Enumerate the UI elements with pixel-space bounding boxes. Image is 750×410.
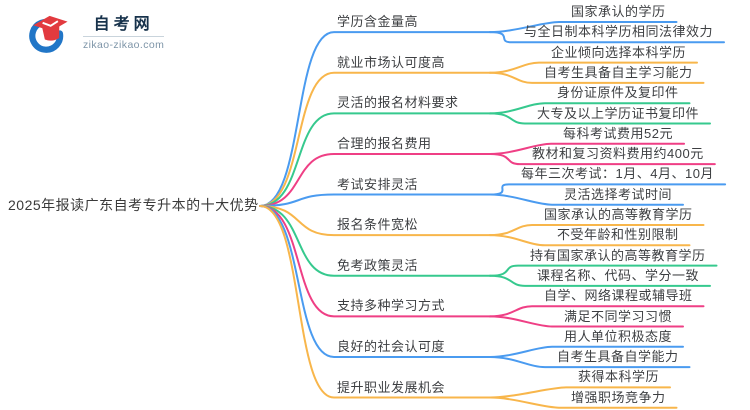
child-label-1-1[interactable]: 国家承认的学历	[571, 4, 666, 19]
branch-label-10[interactable]: 提升职业发展机会	[337, 379, 446, 395]
graduation-cap-icon	[29, 15, 68, 53]
child-connector-3-2	[489, 112, 711, 125]
logo-text: 自考网 zikao-zikao.com	[83, 15, 165, 51]
branch-label-4[interactable]: 合理的报名费用	[337, 135, 432, 151]
child-label-4-1[interactable]: 每科考试费用52元	[563, 125, 673, 141]
child-label-10-2[interactable]: 增强职场竞争力	[571, 389, 666, 405]
child-connector-9-2	[489, 355, 691, 369]
child-connector-1-2	[489, 31, 725, 44]
logo-domain: zikao-zikao.com	[83, 38, 165, 51]
branch-label-6[interactable]: 报名条件宽松	[337, 217, 419, 233]
child-connector-7-2	[489, 274, 711, 287]
branch-connector-8	[259, 205, 491, 318]
branch-connector-3	[259, 112, 491, 207]
branch-label-5[interactable]: 考试安排灵活	[337, 176, 419, 192]
child-label-3-1[interactable]: 身份证原件及复印件	[557, 85, 679, 101]
branch-label-3[interactable]: 灵活的报名材料要求	[337, 95, 459, 111]
branch-label-1[interactable]: 学历含金量高	[337, 14, 419, 30]
branch-connector-9	[259, 205, 491, 358]
child-label-2-2[interactable]: 自考生具备自主学习能力	[544, 64, 693, 80]
child-label-7-1[interactable]: 持有国家承认的高等教育学历	[530, 247, 706, 263]
branch-connector-10	[259, 205, 491, 399]
child-connector-6-2	[489, 234, 691, 247]
branch-connector-6	[259, 205, 491, 237]
child-label-8-1[interactable]: 自学、网络课程或辅导班	[544, 288, 693, 304]
site-logo[interactable]: 自考网 zikao-zikao.com	[28, 10, 165, 56]
branch-connector-2	[259, 71, 491, 207]
branch-connector-1	[259, 31, 491, 207]
child-label-3-2[interactable]: 大专及以上学历证书复印件	[537, 105, 700, 121]
child-connector-5-2	[489, 193, 684, 206]
branch-label-2[interactable]: 就业市场认可度高	[337, 54, 446, 70]
child-label-5-1[interactable]: 每年三次考试：1月、4月、10月	[521, 166, 714, 182]
child-label-9-1[interactable]: 用人单位积极态度	[564, 328, 673, 344]
child-label-2-1[interactable]: 企业倾向选择本科学历	[551, 44, 687, 60]
branch-connector-4	[259, 152, 491, 207]
child-connector-8-2	[489, 315, 684, 328]
child-label-8-2[interactable]: 满足不同学习习惯	[564, 308, 673, 324]
child-connector-4-2	[489, 152, 716, 166]
branch-connector-7	[259, 205, 491, 277]
child-label-10-1[interactable]: 获得本科学历	[578, 369, 660, 385]
child-label-6-1[interactable]: 国家承认的高等教育学历	[544, 207, 693, 222]
logo-divider	[83, 35, 165, 37]
child-connector-2-2	[489, 71, 705, 84]
child-label-5-2[interactable]: 灵活选择考试时间	[564, 186, 673, 202]
branch-label-7[interactable]: 免考政策灵活	[337, 257, 419, 273]
branch-connector-5	[259, 193, 491, 207]
child-label-4-2[interactable]: 教材和复习资料费用约400元	[532, 146, 704, 162]
child-label-1-2[interactable]: 与全日制本科学历相同法律效力	[524, 24, 714, 40]
central-topic[interactable]: 2025年报读广东自考专升本的十大优势	[8, 197, 259, 213]
branch-label-9[interactable]: 良好的社会认可度	[337, 338, 446, 354]
child-label-9-2[interactable]: 自考生具备自学能力	[557, 349, 679, 365]
child-label-7-2[interactable]: 课程名称、代码、学分一致	[537, 267, 700, 283]
branch-label-8[interactable]: 支持多种学习方式	[337, 298, 446, 314]
child-label-6-2[interactable]: 不受年龄和性别限制	[557, 227, 679, 243]
child-connector-10-2	[489, 396, 678, 409]
logo-title: 自考网	[93, 15, 154, 33]
